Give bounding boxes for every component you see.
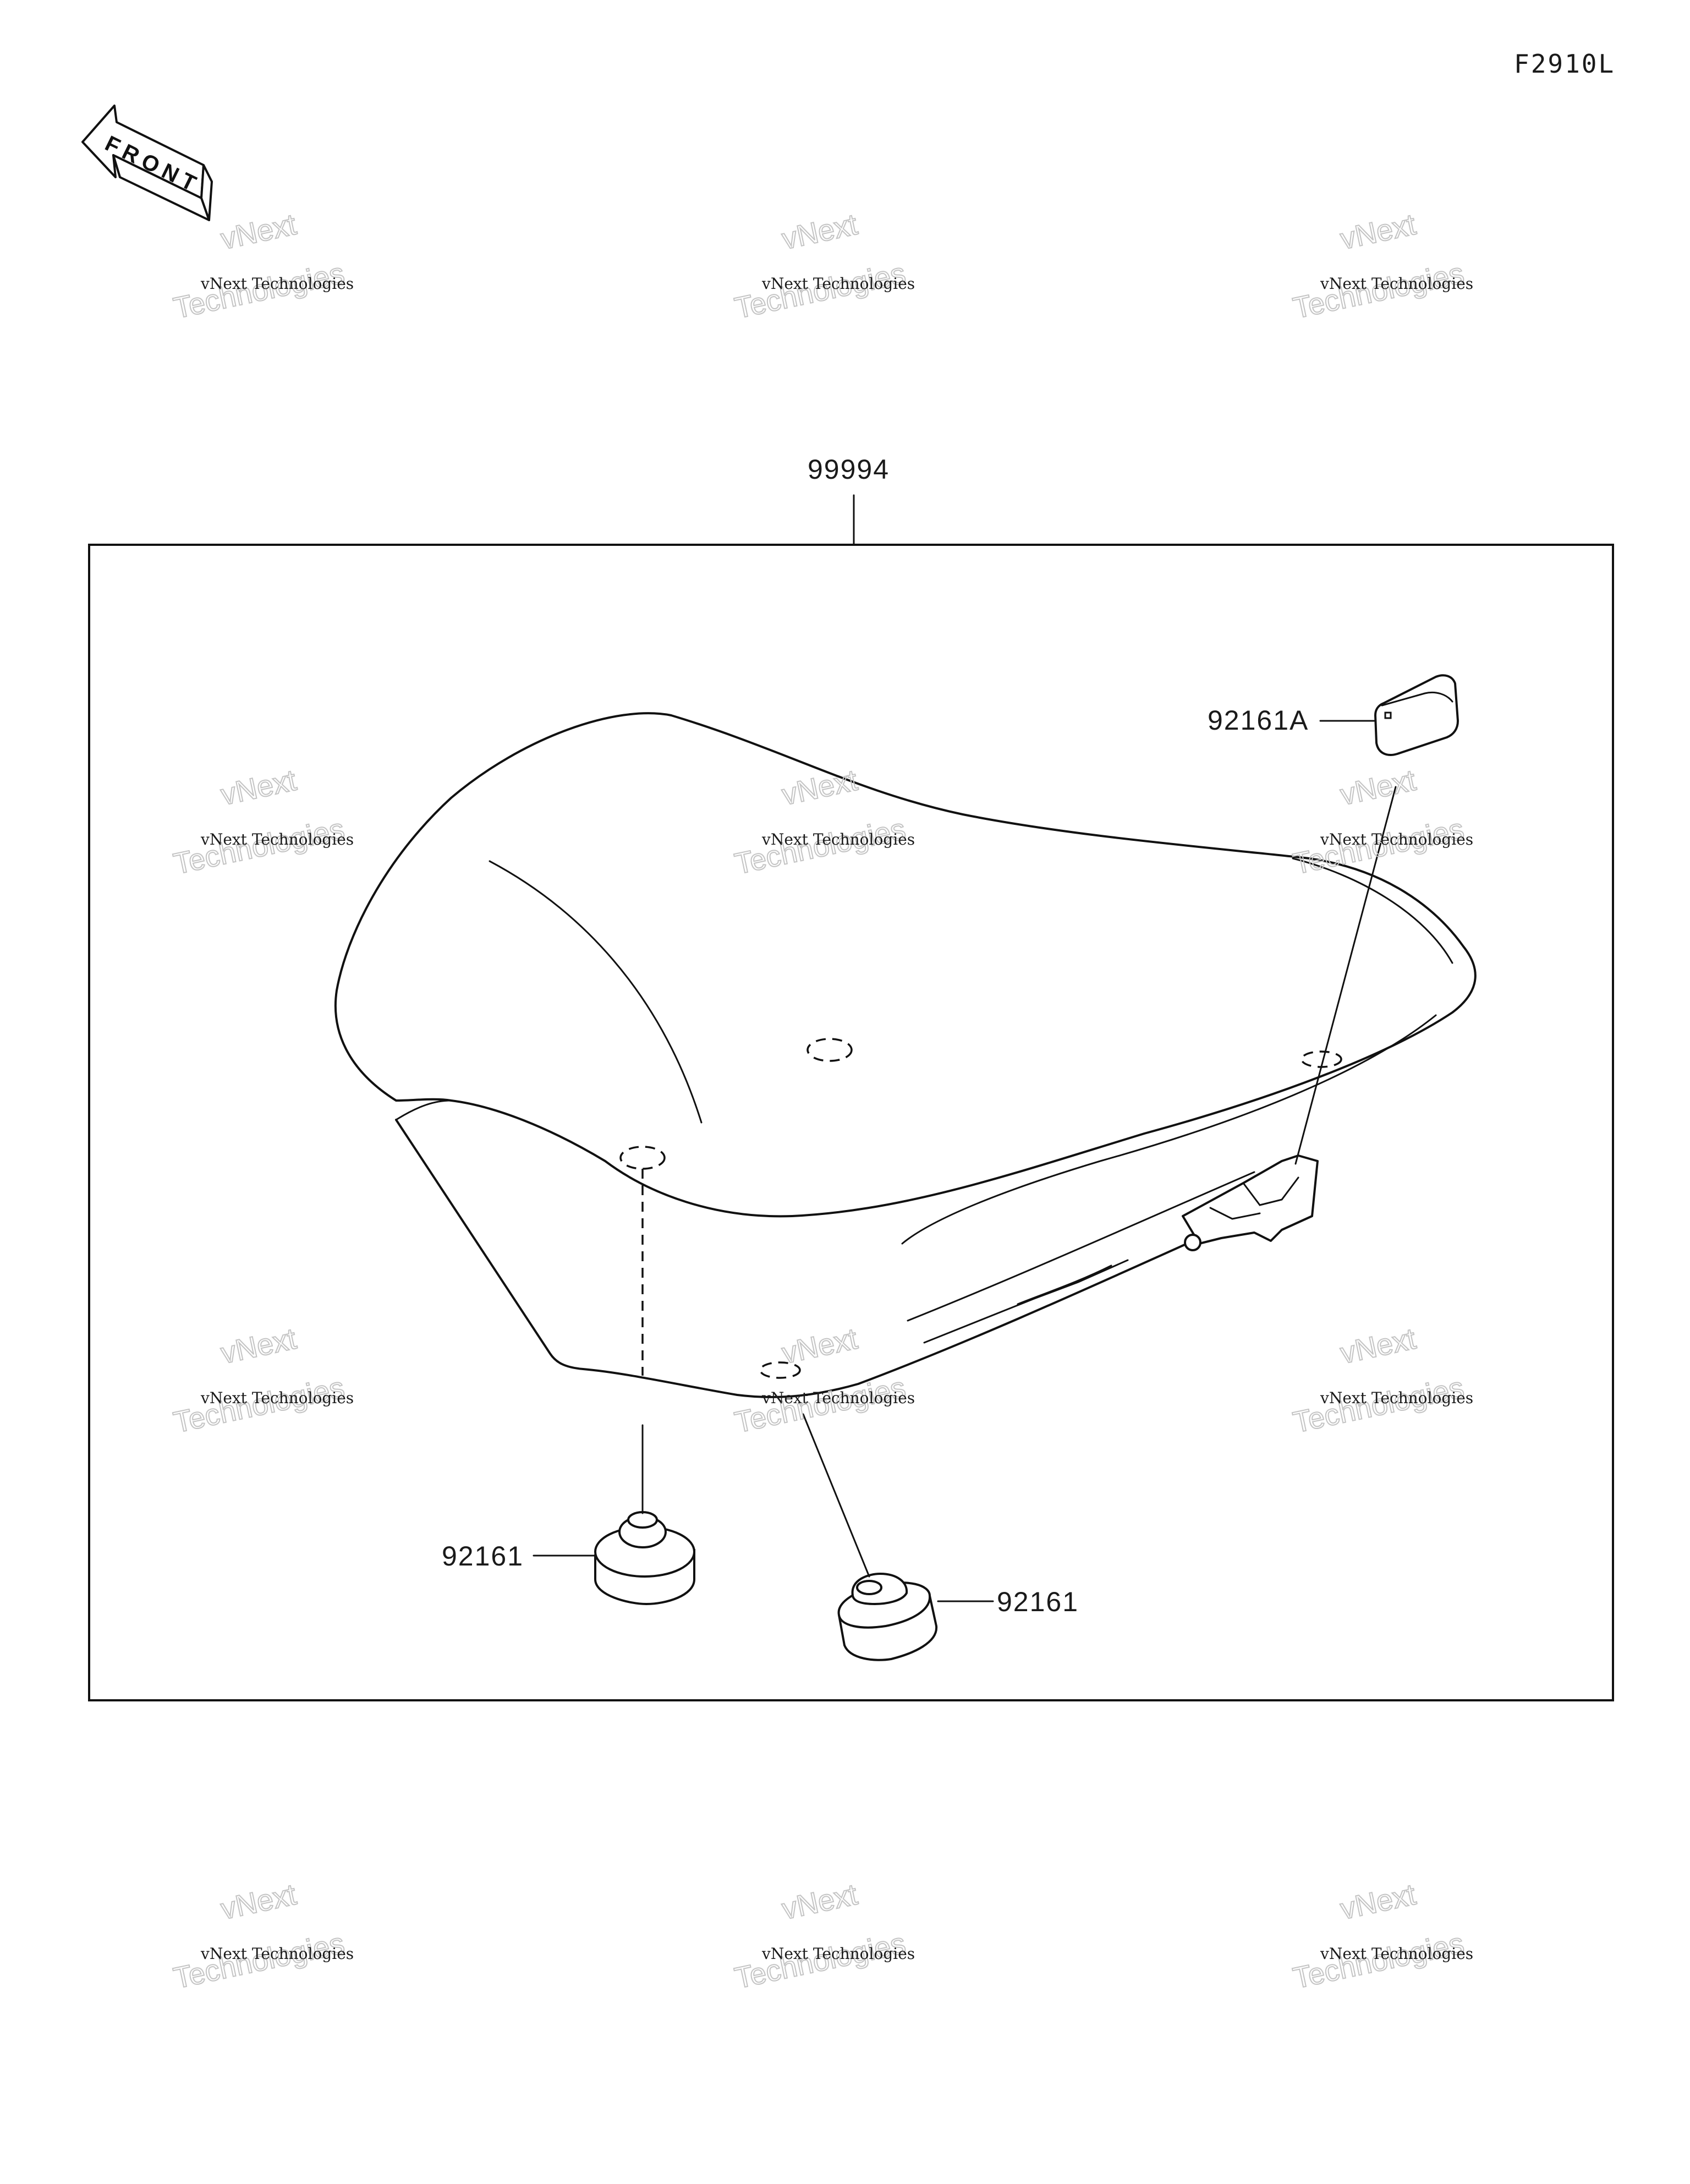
- svg-text:vNext: vNext: [779, 1322, 860, 1370]
- leader-part-a: [1294, 786, 1397, 1165]
- watermark-r1c2: vNext Technologies vNext Technologies: [731, 207, 915, 326]
- svg-text:vNext Technologies: vNext Technologies: [1320, 1389, 1473, 1407]
- watermark-r3c3: vNext Technologies vNext Technologies: [1290, 1322, 1473, 1440]
- callout-assembly: 99994: [808, 454, 890, 485]
- svg-text:vNext Technologies: vNext Technologies: [761, 275, 915, 293]
- figure-code: F2910L: [1514, 49, 1615, 79]
- svg-text:vNext Technologies: vNext Technologies: [200, 1945, 354, 1963]
- svg-text:vNext Technologies: vNext Technologies: [761, 1389, 915, 1407]
- seat-illustration: [334, 712, 1477, 1398]
- assembly-frame: [88, 544, 1614, 1701]
- svg-text:vNext Technologies: vNext Technologies: [1320, 1945, 1473, 1963]
- damper-92161-right: [837, 1573, 938, 1661]
- watermark-r1c3: vNext Technologies vNext Technologies: [1290, 207, 1473, 326]
- front-arrow-icon: FRONT: [81, 105, 213, 221]
- watermark-r3c1: vNext Technologies vNext Technologies: [170, 1322, 354, 1440]
- callout-part-right: 92161: [997, 1586, 1079, 1617]
- watermark-r4c2: vNext Technologies vNext Technologies: [731, 1878, 915, 1996]
- svg-text:vNext Technologies: vNext Technologies: [200, 275, 354, 293]
- watermark-r2c1: vNext Technologies vNext Technologies: [170, 763, 354, 882]
- svg-text:vNext: vNext: [779, 764, 860, 812]
- watermark-r2c3: vNext Technologies vNext Technologies: [1290, 763, 1473, 882]
- watermark-r3c2: vNext Technologies vNext Technologies: [731, 1322, 915, 1440]
- damper-92161-left: [594, 1511, 695, 1605]
- callout-part-a: 92161A: [1208, 705, 1309, 736]
- svg-text:vNext: vNext: [218, 208, 299, 256]
- svg-text:vNext: vNext: [1337, 1322, 1419, 1370]
- svg-text:vNext: vNext: [1337, 764, 1419, 812]
- svg-text:vNext Technologies: vNext Technologies: [1320, 830, 1473, 849]
- svg-text:vNext: vNext: [218, 764, 299, 812]
- watermark-r4c1: vNext Technologies vNext Technologies: [170, 1878, 354, 1996]
- svg-text:vNext Technologies: vNext Technologies: [761, 1945, 915, 1963]
- watermark-r2c2: vNext Technologies vNext Technologies: [731, 763, 915, 882]
- svg-text:vNext: vNext: [1337, 1878, 1419, 1926]
- watermark-r4c3: vNext Technologies vNext Technologies: [1290, 1878, 1473, 1996]
- svg-text:vNext Technologies: vNext Technologies: [200, 830, 354, 849]
- svg-text:vNext: vNext: [1337, 208, 1419, 256]
- svg-text:vNext: vNext: [218, 1878, 299, 1926]
- svg-text:vNext: vNext: [779, 1878, 860, 1926]
- svg-text:vNext Technologies: vNext Technologies: [761, 830, 915, 849]
- svg-text:vNext: vNext: [218, 1322, 299, 1370]
- damper-block-92161a: [1374, 674, 1459, 756]
- svg-text:vNext Technologies: vNext Technologies: [1320, 275, 1473, 293]
- watermark-r1c1: vNext Technologies vNext Technologies: [170, 207, 354, 326]
- callout-part-left: 92161: [442, 1541, 524, 1572]
- svg-text:vNext: vNext: [779, 208, 860, 256]
- svg-text:vNext Technologies: vNext Technologies: [200, 1389, 354, 1407]
